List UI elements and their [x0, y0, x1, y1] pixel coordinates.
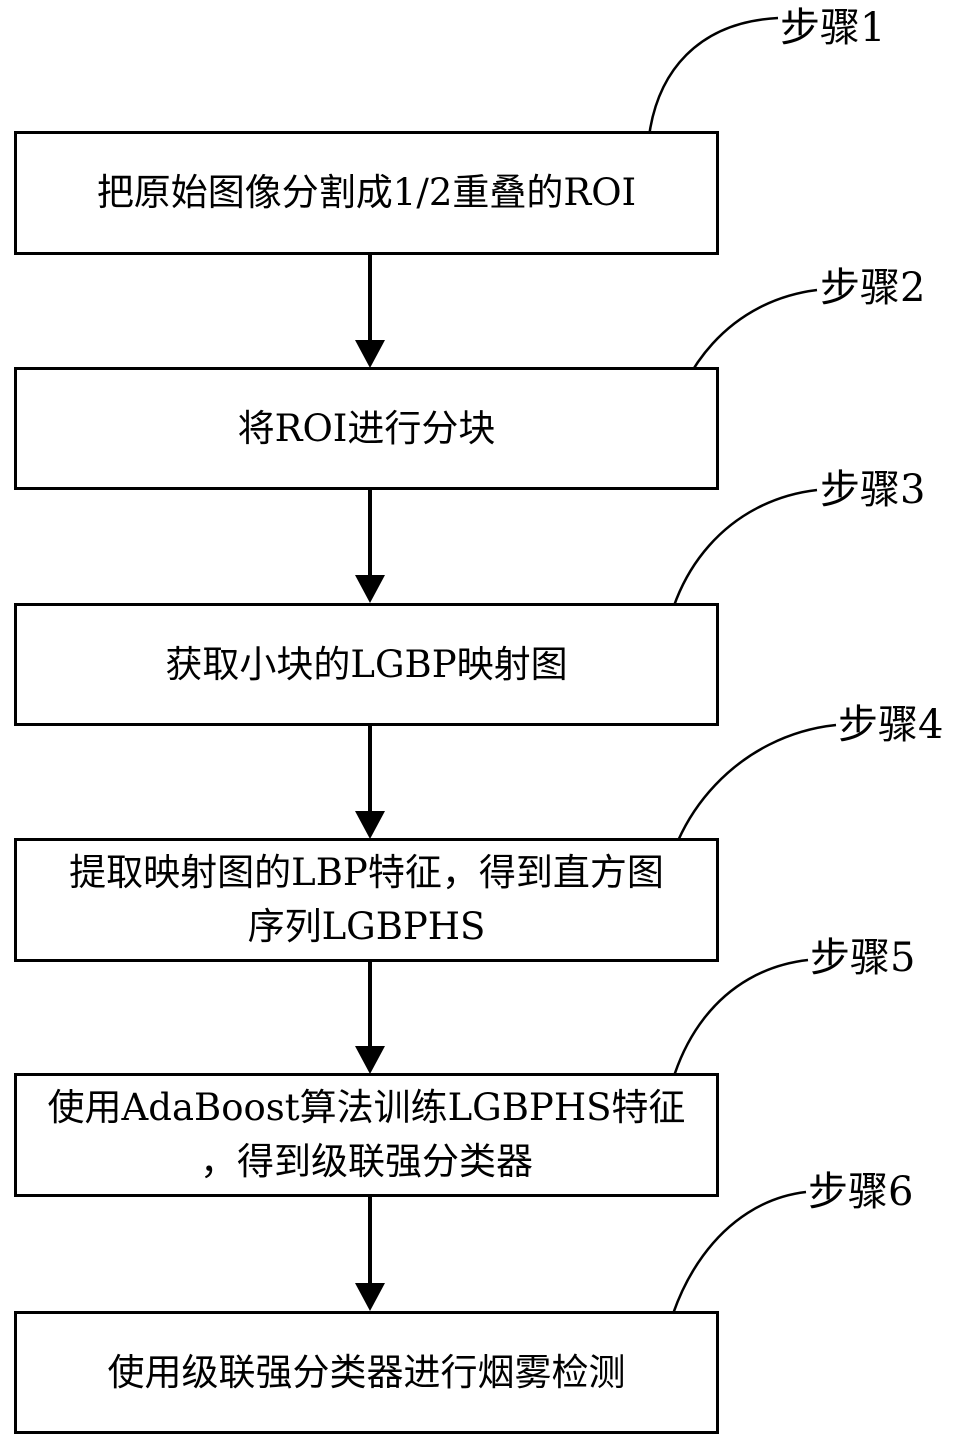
step-4-label: 步骤4: [838, 702, 944, 748]
step-2-box: 将ROI进行分块: [14, 367, 719, 490]
flow-arrowhead-5: [355, 1283, 385, 1311]
step-2-label: 步骤2: [820, 265, 926, 311]
flow-arrowhead-1: [355, 340, 385, 368]
step-3-box: 获取小块的LGBP映射图: [14, 603, 719, 726]
flow-arrowhead-4: [355, 1046, 385, 1074]
step-1-label: 步骤1: [780, 5, 886, 51]
step-5-text: 使用AdaBoost算法训练LGBPHS特征 ，得到级联强分类器: [47, 1086, 686, 1183]
step-leader-1: [646, 16, 779, 146]
flow-arrowhead-2: [355, 575, 385, 603]
step-1-text: 把原始图像分割成1/2重叠的ROI: [96, 171, 637, 215]
step-3-label: 步骤3: [820, 467, 926, 513]
step-5-box: 使用AdaBoost算法训练LGBPHS特征 ，得到级联强分类器: [14, 1073, 719, 1197]
step-6-box: 使用级联强分类器进行烟雾检测: [14, 1311, 719, 1434]
step-6-text: 使用级联强分类器进行烟雾检测: [107, 1350, 626, 1394]
step-4-box: 提取映射图的LBP特征，得到直方图 序列LGBPHS: [14, 838, 719, 962]
step-5-label: 步骤5: [810, 935, 916, 981]
step-3-text: 获取小块的LGBP映射图: [165, 642, 568, 686]
flow-arrowhead-3: [355, 811, 385, 839]
step-2-text: 将ROI进行分块: [237, 406, 496, 450]
step-6-label: 步骤6: [808, 1169, 914, 1215]
step-1-box: 把原始图像分割成1/2重叠的ROI: [14, 131, 719, 255]
step-4-text: 提取映射图的LBP特征，得到直方图 序列LGBPHS: [69, 851, 664, 948]
